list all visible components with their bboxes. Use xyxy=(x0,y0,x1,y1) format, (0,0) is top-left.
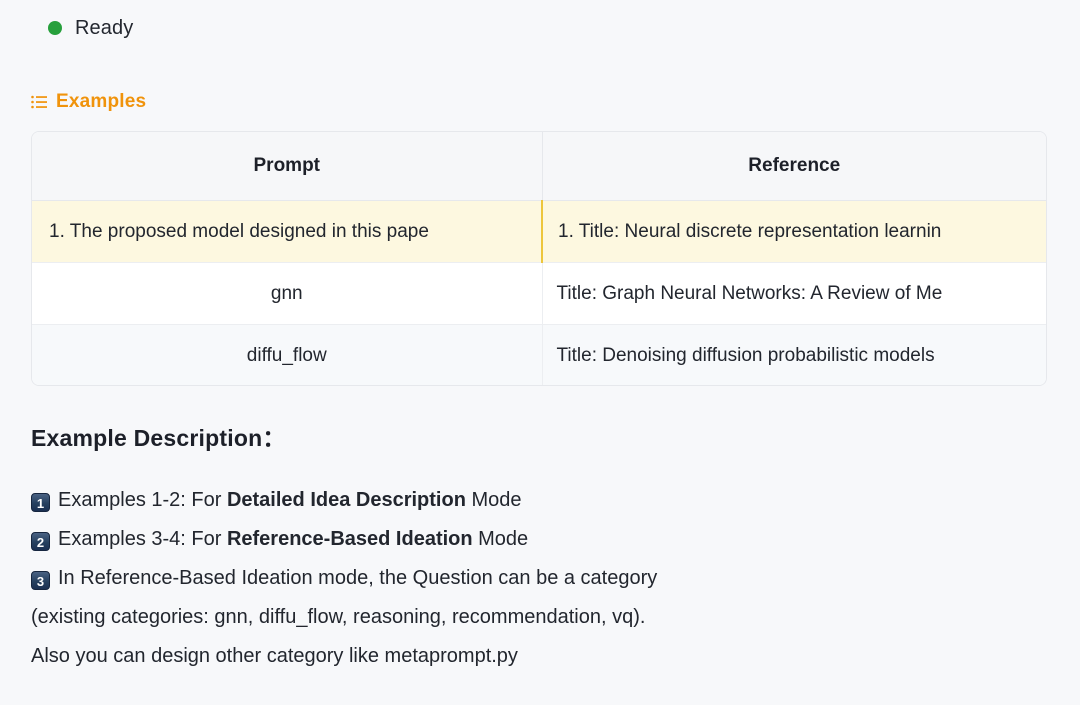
column-header-reference: Reference xyxy=(542,132,1046,201)
description-item-prefix: Examples 1-2: For xyxy=(58,489,227,511)
cell-prompt[interactable]: 1. The proposed model designed in this p… xyxy=(32,200,543,263)
examples-table: Prompt Reference 1. The proposed model d… xyxy=(31,131,1047,386)
cell-reference[interactable]: Title: Graph Neural Networks: A Review o… xyxy=(542,262,1046,325)
examples-label: Examples xyxy=(56,91,147,112)
example-description-title: Example Description： xyxy=(31,425,286,451)
keycap-1-icon: 1 xyxy=(31,493,50,512)
description-item: 1 Examples 1-2: For Detailed Idea Descri… xyxy=(31,481,1031,520)
keycap-3-icon: 3 xyxy=(31,571,50,590)
cell-prompt[interactable]: gnn xyxy=(32,262,543,325)
description-item-bold: Detailed Idea Description xyxy=(226,489,466,511)
description-item-suffix: Mode xyxy=(472,528,529,550)
description-item-suffix: Mode xyxy=(465,489,522,511)
table-row[interactable]: diffu_flow Title: Denoising diffusion pr… xyxy=(32,324,1046,385)
description-item-prefix: In Reference-Based Ideation mode, the Qu… xyxy=(58,567,658,589)
keycap-2-icon: 2 xyxy=(31,532,50,551)
status-indicator: Ready xyxy=(48,13,133,43)
description-item-bold: Reference-Based Ideation xyxy=(226,528,473,550)
list-icon xyxy=(31,95,47,109)
table-row[interactable]: 1. The proposed model designed in this p… xyxy=(32,200,1046,263)
examples-accordion-header[interactable]: Examples xyxy=(31,89,146,115)
column-header-prompt: Prompt xyxy=(32,132,543,201)
example-description-body: 1 Examples 1-2: For Detailed Idea Descri… xyxy=(31,481,1031,676)
description-item-prefix: Examples 3-4: For xyxy=(58,528,227,550)
table-row[interactable]: gnn Title: Graph Neural Networks: A Revi… xyxy=(32,262,1046,325)
description-extra-line: (existing categories: gnn, diffu_flow, r… xyxy=(31,606,646,628)
table-header-row: Prompt Reference xyxy=(32,132,1046,201)
status-label: Ready xyxy=(75,16,134,39)
cell-reference[interactable]: Title: Denoising diffusion probabilistic… xyxy=(542,324,1046,385)
cell-reference[interactable]: 1. Title: Neural discrete representation… xyxy=(542,200,1046,263)
cell-prompt[interactable]: diffu_flow xyxy=(32,324,543,385)
description-extra-line: Also you can design other category like … xyxy=(31,645,518,667)
description-item: 2 Examples 3-4: For Reference-Based Idea… xyxy=(31,520,1031,559)
description-item: 3 In Reference-Based Ideation mode, the … xyxy=(31,559,1031,598)
green-dot-icon xyxy=(48,21,62,35)
